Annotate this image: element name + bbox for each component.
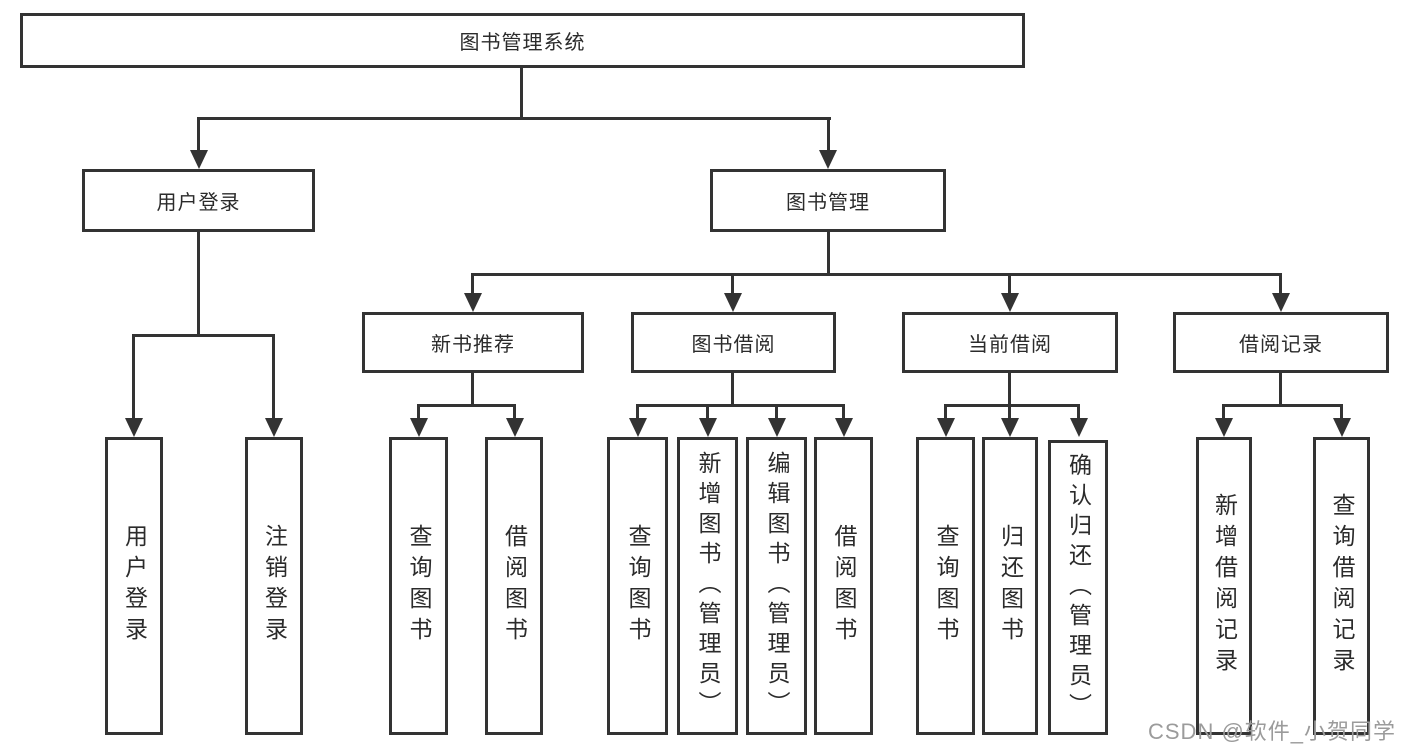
connector [706, 404, 709, 421]
connector [417, 404, 420, 421]
arrowhead-down [125, 418, 143, 437]
node-label: 注销登录 [261, 524, 288, 648]
arrowhead-down [190, 150, 208, 169]
connector [132, 334, 275, 337]
connector [197, 117, 831, 120]
node-leaf-logout: 注销登录 [245, 437, 303, 735]
connector [513, 404, 516, 421]
node-bb-borrow-books: 借阅图书 [814, 437, 873, 735]
arrowhead-down [265, 418, 283, 437]
arrowhead-down [464, 293, 482, 312]
node-label: 图书管理系统 [459, 32, 586, 54]
arrowhead-down [768, 418, 786, 437]
node-nbr-query-books: 查询图书 [389, 437, 448, 735]
node-label: 新增借阅记录 [1211, 493, 1238, 679]
node-label: 编辑图书（管理员） [764, 451, 790, 721]
node-bb-edit-books-admin: 编辑图书（管理员） [746, 437, 807, 735]
node-book-borrowing: 图书借阅 [631, 312, 836, 373]
node-label: 借阅图书 [501, 524, 528, 648]
node-current-borrowing: 当前借阅 [902, 312, 1118, 373]
arrowhead-down [1070, 418, 1088, 437]
arrowhead-down [1001, 418, 1019, 437]
connector [731, 273, 734, 296]
connector [471, 273, 1282, 276]
connector [1077, 404, 1080, 421]
node-label: 查询借阅记录 [1329, 493, 1355, 679]
node-bb-query-books: 查询图书 [607, 437, 668, 735]
node-cb-return-books: 归还图书 [982, 437, 1038, 735]
connector [1222, 404, 1343, 407]
node-borrowing-records: 借阅记录 [1173, 312, 1389, 373]
connector [132, 334, 135, 421]
node-label: 用户登录 [121, 524, 148, 648]
connector [731, 372, 734, 407]
node-book-management: 图书管理 [710, 169, 946, 232]
node-label: 借阅记录 [1239, 334, 1323, 356]
arrowhead-down [1001, 293, 1019, 312]
connector [520, 68, 523, 118]
connector [842, 404, 845, 421]
connector [1008, 404, 1011, 421]
connector [471, 372, 474, 407]
node-br-query-record: 查询借阅记录 [1313, 437, 1370, 735]
connector [417, 404, 516, 407]
connector [1279, 372, 1282, 407]
connector [775, 404, 778, 421]
arrowhead-down [410, 418, 428, 437]
node-label: 图书借阅 [691, 334, 776, 356]
connector [827, 117, 830, 153]
node-bb-add-books-admin: 新增图书（管理员） [677, 437, 738, 735]
node-label: 确认归还（管理员） [1065, 452, 1092, 723]
connector [636, 404, 845, 407]
connector [636, 404, 639, 421]
node-label: 查询图书 [625, 524, 651, 648]
node-cb-query-books: 查询图书 [916, 437, 975, 735]
arrowhead-down [1215, 418, 1233, 437]
arrowhead-down [724, 293, 742, 312]
arrowhead-down [1333, 418, 1351, 437]
node-leaf-user-login: 用户登录 [105, 437, 163, 735]
watermark: CSDN @软件_小贺同学 [1148, 719, 1397, 744]
arrowhead-down [937, 418, 955, 437]
connector [1222, 404, 1225, 421]
node-br-add-record: 新增借阅记录 [1196, 437, 1252, 735]
arrowhead-down [1272, 293, 1290, 312]
connector [1279, 273, 1282, 296]
connector [944, 404, 1080, 407]
arrowhead-down [819, 150, 837, 169]
node-nbr-borrow-books: 借阅图书 [485, 437, 543, 735]
arrowhead-down [506, 418, 524, 437]
connector [197, 231, 200, 335]
connector [197, 117, 200, 153]
connector [1008, 273, 1011, 296]
node-label: 新增图书（管理员） [695, 451, 721, 721]
arrowhead-down [699, 418, 717, 437]
connector [471, 273, 474, 296]
connector [944, 404, 947, 421]
arrowhead-down [629, 418, 647, 437]
connector [272, 334, 275, 421]
connector [1008, 372, 1011, 407]
node-user-login: 用户登录 [82, 169, 315, 232]
node-label: 查询图书 [406, 524, 432, 648]
node-label: 图书管理 [786, 192, 870, 214]
node-library-system: 图书管理系统 [20, 13, 1025, 68]
node-new-book-recommend: 新书推荐 [362, 312, 584, 373]
node-label: 当前借阅 [968, 334, 1052, 356]
connector [1340, 404, 1343, 421]
node-cb-confirm-return-admin: 确认归还（管理员） [1048, 440, 1108, 735]
node-label: 查询图书 [933, 524, 959, 648]
connector [827, 231, 830, 274]
node-label: 借阅图书 [831, 524, 857, 648]
node-label: 归还图书 [997, 524, 1024, 648]
arrowhead-down [835, 418, 853, 437]
node-label: 新书推荐 [431, 334, 515, 356]
node-label: 用户登录 [156, 192, 241, 214]
